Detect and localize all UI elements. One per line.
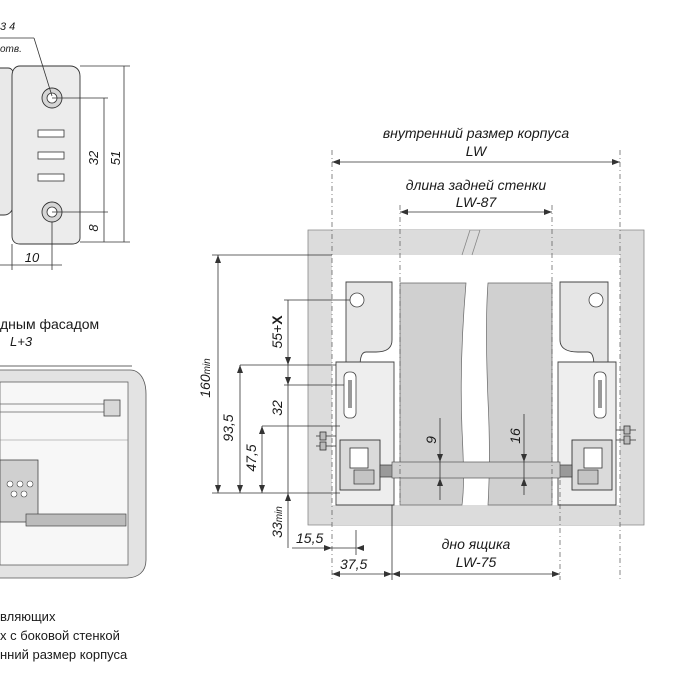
dim-9: 9 <box>423 436 439 444</box>
cabinet-section: внутренний размер корпуса LW длина задне… <box>197 125 645 580</box>
dim-15-5: 15,5 <box>296 530 323 546</box>
drawer-bottom <box>391 461 561 479</box>
caption-facade: дным фасадом <box>0 316 99 332</box>
back-wall-left <box>399 282 467 506</box>
value-inner-size: LW <box>466 143 488 159</box>
dim-10: 10 <box>25 250 40 265</box>
dim-37-5: 37,5 <box>340 556 367 572</box>
label-back-wall: длина задней стенки <box>406 177 547 193</box>
dim-32-top: 32 <box>86 150 101 165</box>
dim-55-x: 55+X <box>269 315 285 349</box>
label-drawer-bottom: дно ящика <box>442 536 511 552</box>
dim-33-min: 33min <box>269 506 285 538</box>
note-line-2: х с боковой стенкой <box>0 628 120 643</box>
dim-160-min: 160min <box>197 358 213 398</box>
value-drawer-bottom: LW-75 <box>456 554 497 570</box>
dim-51: 51 <box>108 151 123 165</box>
dim-32-main: 32 <box>269 400 285 416</box>
dim-8: 8 <box>86 224 101 232</box>
callout-holes: 3 4 <box>0 21 15 33</box>
label-inner-size: внутренний размер корпуса <box>383 125 570 141</box>
drawer-section-detail: дным фасадом L+3 <box>0 316 147 579</box>
note-line-3: нний размер корпуса <box>0 647 128 662</box>
dim-47-5: 47,5 <box>243 444 259 471</box>
dim-16: 16 <box>507 428 523 444</box>
value-back-wall: LW-87 <box>456 194 498 210</box>
callout-holes-unit: отв. <box>0 44 22 55</box>
back-wall-right <box>486 282 553 506</box>
bracket-detail: 3 4 отв. 32 51 8 10 <box>0 21 130 270</box>
dim-93-5: 93,5 <box>220 414 236 441</box>
caption-l3: L+3 <box>10 334 33 349</box>
note-line-1: вляющих <box>0 609 56 624</box>
notes-block: вляющих х с боковой стенкой нний размер … <box>0 609 128 662</box>
